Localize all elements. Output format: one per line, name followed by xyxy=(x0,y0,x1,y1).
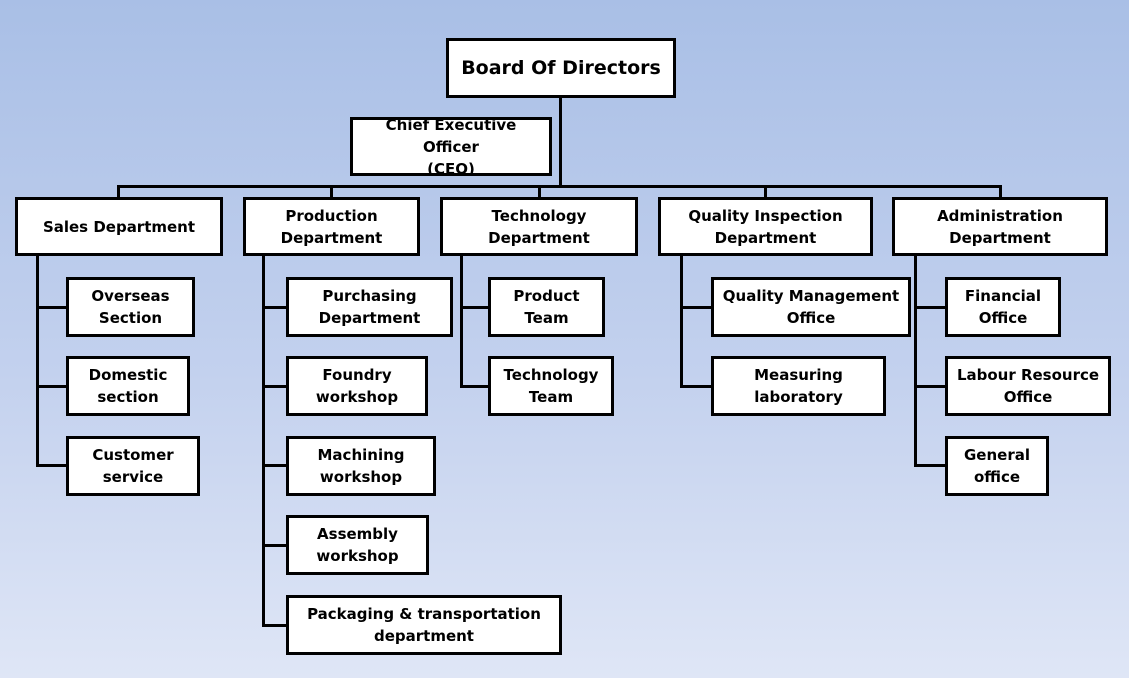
product-team-box: Product Team xyxy=(488,277,605,337)
connector-sales-drop xyxy=(117,185,120,200)
machining-workshop-box: Machining workshop xyxy=(286,436,436,496)
connector-board-trunk xyxy=(559,96,562,188)
foundry-workshop-box: Foundry workshop xyxy=(286,356,428,416)
financial-office-box: Financial Office xyxy=(945,277,1061,337)
connector-sales-branch xyxy=(36,306,69,309)
connector-sales-branch xyxy=(36,464,69,467)
packaging-transportation-department-box: Packaging & transportation department xyxy=(286,595,562,655)
ceo-box: Chief Executive Officer (CEO) xyxy=(350,116,552,178)
connector-production-spine xyxy=(262,254,265,627)
connector-sales-spine xyxy=(36,254,39,467)
general-office-box: General office xyxy=(945,436,1049,496)
measuring-laboratory-box: Measuring laboratory xyxy=(711,356,886,416)
connector-quality-branch xyxy=(680,385,713,388)
connector-quality-branch xyxy=(680,306,713,309)
connector-technology-spine xyxy=(460,254,463,387)
production-department-box: Production Department xyxy=(243,197,420,256)
connector-administration-branch xyxy=(914,306,947,309)
quality-inspection-department-box: Quality Inspection Department xyxy=(658,197,873,256)
connector-administration-branch xyxy=(914,464,947,467)
purchasing-department-box: Purchasing Department xyxy=(286,277,453,337)
connector-production-branch xyxy=(262,624,289,627)
connector-quality-spine xyxy=(680,254,683,387)
connector-production-branch xyxy=(262,385,289,388)
connector-technology-drop xyxy=(538,185,541,200)
connector-quality-drop xyxy=(764,185,767,200)
connector-production-branch xyxy=(262,306,289,309)
technology-team-box: Technology Team xyxy=(488,356,614,416)
labour-resource-office-box: Labour Resource Office xyxy=(945,356,1111,416)
board-of-directors-box: Board Of Directors xyxy=(446,38,676,98)
sales-department-box: Sales Department xyxy=(15,197,223,256)
connector-administration-branch xyxy=(914,385,947,388)
overseas-section-box: Overseas Section xyxy=(66,277,195,337)
administration-department-box: Administration Department xyxy=(892,197,1108,256)
connector-production-branch xyxy=(262,464,289,467)
connector-administration-spine xyxy=(914,254,917,467)
quality-management-office-box: Quality Management Office xyxy=(711,277,911,337)
connector-production-branch xyxy=(262,544,289,547)
connector-departments-bus xyxy=(117,185,1002,188)
technology-department-box: Technology Department xyxy=(440,197,638,256)
domestic-section-box: Domestic section xyxy=(66,356,190,416)
connector-technology-branch xyxy=(460,385,491,388)
connector-technology-branch xyxy=(460,306,491,309)
connector-sales-branch xyxy=(36,385,69,388)
connector-administration-drop xyxy=(999,185,1002,200)
assembly-workshop-box: Assembly workshop xyxy=(286,515,429,575)
customer-service-box: Customer service xyxy=(66,436,200,496)
connector-production-drop xyxy=(330,185,333,200)
